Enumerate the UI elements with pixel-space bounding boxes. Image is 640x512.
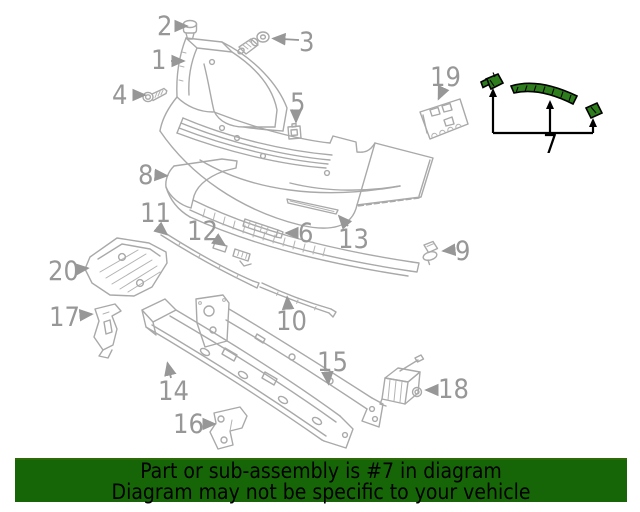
callout-11[interactable]: 11 [140, 198, 171, 229]
part-6-drawing [242, 218, 284, 239]
callout-9[interactable]: 9 [455, 236, 471, 267]
callout-1[interactable]: 1 [151, 45, 167, 76]
part-17-drawing [93, 303, 122, 359]
part-13-drawing [286, 198, 339, 215]
callout-10[interactable]: 10 [276, 306, 307, 337]
callout-13[interactable]: 13 [338, 224, 369, 255]
part-4-drawing [142, 87, 168, 103]
callout-12[interactable]: 12 [187, 216, 218, 247]
part-16-drawing [209, 406, 248, 450]
part-12-drawing [212, 241, 252, 267]
part-11-drawing [160, 230, 260, 289]
callout-20[interactable]: 20 [48, 256, 79, 287]
callout-8[interactable]: 8 [138, 160, 154, 191]
part-9-drawing [422, 240, 439, 266]
callout-17[interactable]: 17 [49, 302, 80, 333]
vehicle-note-banner: Part or sub-assembly is #7 in diagram Di… [15, 458, 627, 504]
callout-4[interactable]: 4 [112, 80, 128, 111]
part-3-drawing [237, 31, 270, 55]
callout-2[interactable]: 2 [157, 11, 173, 42]
leader-lines [74, 19, 457, 431]
callout-14[interactable]: 14 [158, 376, 189, 407]
banner-line-2: Diagram may not be specific to your vehi… [111, 480, 531, 504]
part-7-callout-bracket [489, 88, 597, 135]
callout-16[interactable]: 16 [173, 409, 204, 440]
callout-3[interactable]: 3 [299, 27, 315, 58]
part-10-drawing [259, 282, 337, 318]
callout-19[interactable]: 19 [430, 62, 461, 93]
part-15-drawing [195, 294, 384, 428]
callout-6[interactable]: 6 [298, 218, 314, 249]
rear-bumper-cover-drawing [159, 96, 434, 229]
part-1-drawing [176, 37, 288, 132]
callout-7-highlighted[interactable]: 7 [543, 130, 558, 160]
callout-18[interactable]: 18 [438, 374, 469, 405]
callout-5[interactable]: 5 [290, 88, 306, 119]
part-8-drawing [165, 158, 420, 277]
callout-15[interactable]: 15 [317, 347, 348, 378]
part-18-drawing [379, 354, 425, 407]
part-7-highlighted-drawing[interactable] [480, 72, 604, 120]
part-20-drawing [84, 237, 168, 297]
part-19-drawing [419, 98, 469, 140]
part-14-drawing [141, 298, 354, 449]
part-2-drawing [182, 19, 198, 40]
banner-line-1: Part or sub-assembly is #7 in diagram [140, 459, 502, 483]
